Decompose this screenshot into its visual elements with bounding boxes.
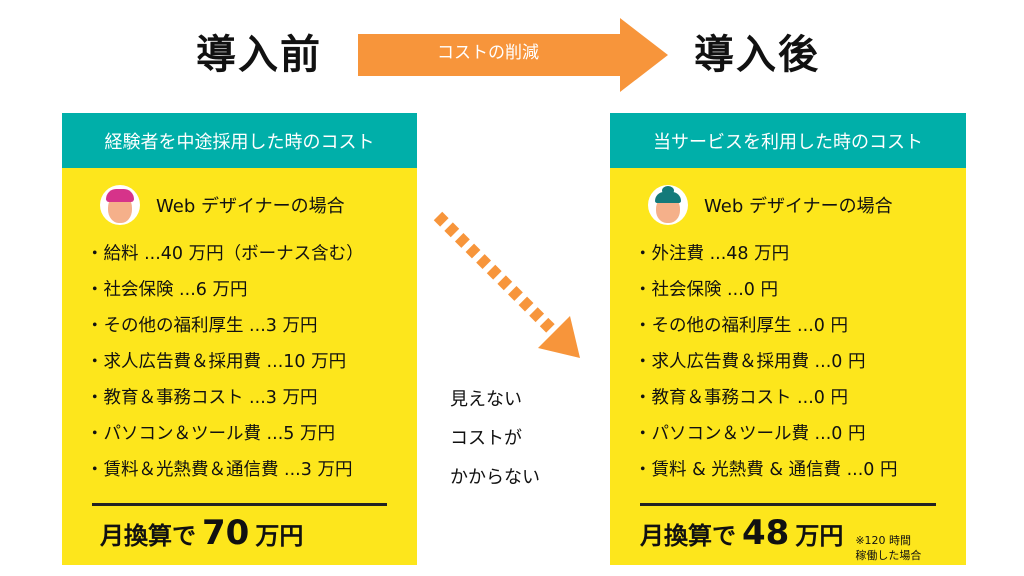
after-cost-list: 外注費 ...48 万円 社会保険 ...0 円 その他の福利厚生 ...0 円… bbox=[634, 236, 966, 488]
divider bbox=[92, 503, 387, 506]
list-item: 外注費 ...48 万円 bbox=[634, 236, 966, 272]
divider bbox=[640, 503, 936, 506]
list-item: 賃料＆光熱費＆通信費 ...3 万円 bbox=[86, 452, 417, 488]
list-item: パソコン＆ツール費 ...0 円 bbox=[634, 416, 966, 452]
list-item: その他の福利厚生 ...0 円 bbox=[634, 308, 966, 344]
role-label: Web デザイナーの場合 bbox=[156, 196, 345, 217]
list-item: 社会保険 ...0 円 bbox=[634, 272, 966, 308]
list-item: 社会保険 ...6 万円 bbox=[86, 272, 417, 308]
diagonal-arrow-icon bbox=[433, 211, 580, 358]
after-heading: 当サービスを利用した時のコスト bbox=[610, 113, 966, 168]
after-title: 導入後 bbox=[694, 32, 820, 78]
role-label: Web デザイナーの場合 bbox=[704, 196, 893, 217]
after-card: 当サービスを利用した時のコスト Web デザイナーの場合 外注費 ...48 万… bbox=[610, 113, 966, 565]
total-unit: 万円 bbox=[795, 522, 844, 550]
list-item: 求人広告費＆採用費 ...10 万円 bbox=[86, 344, 417, 380]
list-item: 賃料 & 光熱費 & 通信費 ...0 円 bbox=[634, 452, 966, 488]
hidden-cost-note: 見えない コストが かからない bbox=[450, 380, 540, 497]
middle-line: かからない bbox=[450, 467, 540, 488]
total-prefix: 月換算で bbox=[640, 522, 736, 550]
before-title: 導入前 bbox=[196, 32, 322, 78]
before-cost-list: 給料 ...40 万円（ボーナス含む） 社会保険 ...6 万円 その他の福利厚… bbox=[86, 236, 417, 488]
total-value: 70 bbox=[202, 513, 250, 553]
note-line: ※120 時間 bbox=[855, 534, 912, 547]
list-item: その他の福利厚生 ...3 万円 bbox=[86, 308, 417, 344]
total-value: 48 bbox=[742, 513, 790, 553]
list-item: 給料 ...40 万円（ボーナス含む） bbox=[86, 236, 417, 272]
list-item: 教育＆事務コスト ...3 万円 bbox=[86, 380, 417, 416]
total-note: ※120 時間稼働した場合 bbox=[855, 533, 921, 563]
arrow-label: コストの削減 bbox=[437, 43, 539, 63]
list-item: パソコン＆ツール費 ...5 万円 bbox=[86, 416, 417, 452]
avatar-pink-hair-icon bbox=[100, 185, 140, 225]
before-card: 経験者を中途採用した時のコスト Web デザイナーの場合 給料 ...40 万円… bbox=[62, 113, 417, 565]
middle-line: コストが bbox=[450, 428, 522, 449]
total-unit: 万円 bbox=[255, 522, 304, 550]
reduction-arrow-icon bbox=[358, 18, 668, 92]
avatar-teal-hair-icon bbox=[648, 185, 688, 225]
before-heading: 経験者を中途採用した時のコスト bbox=[62, 113, 417, 168]
middle-line: 見えない bbox=[450, 389, 522, 410]
list-item: 教育＆事務コスト ...0 円 bbox=[634, 380, 966, 416]
note-line: 稼働した場合 bbox=[855, 549, 922, 562]
list-item: 求人広告費＆採用費 ...0 円 bbox=[634, 344, 966, 380]
total-prefix: 月換算で bbox=[100, 522, 196, 550]
